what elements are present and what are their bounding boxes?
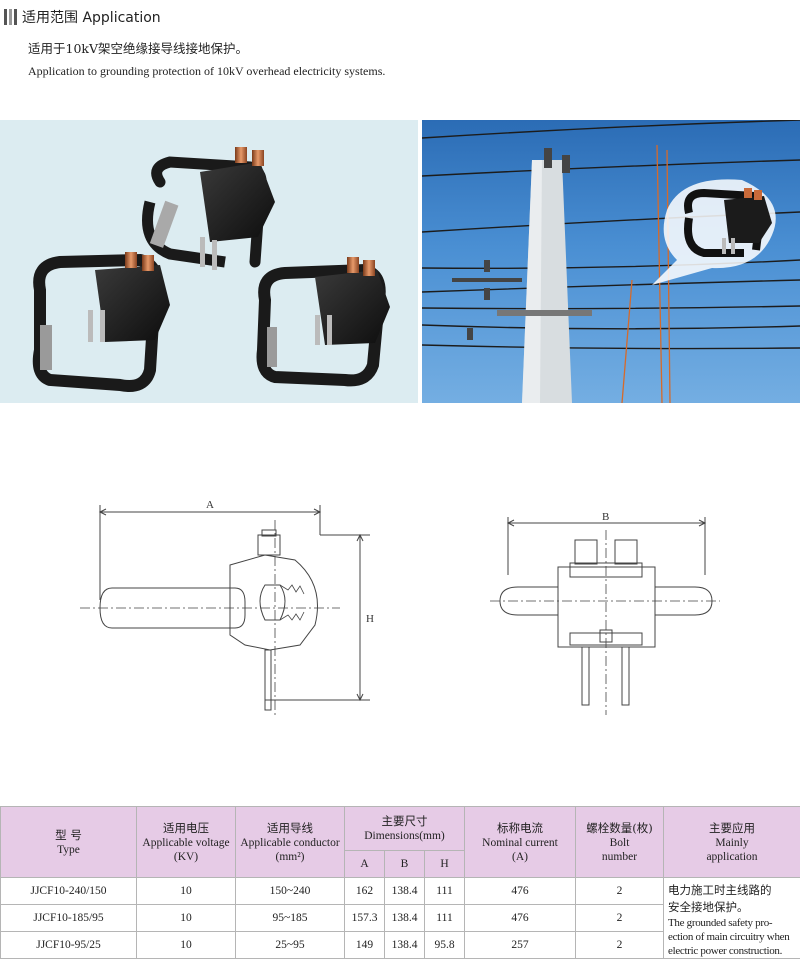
cell-a: 157.3 bbox=[344, 904, 385, 932]
drawing-front-view: B bbox=[490, 505, 720, 720]
section-header: 适用范围 Application bbox=[4, 6, 161, 28]
table-row: JJCF10-95/25 10 25~95 149 138.4 95.8 257… bbox=[0, 931, 800, 959]
clamp-bottom-left bbox=[32, 252, 170, 392]
clamp-bottom-right bbox=[256, 257, 390, 387]
callout-clamp bbox=[684, 188, 772, 257]
cell-conductor: 25~95 bbox=[235, 931, 345, 959]
col-dim-b: B bbox=[384, 850, 425, 878]
label-a: A bbox=[206, 499, 214, 511]
cell-type: JJCF10-185/95 bbox=[0, 904, 137, 932]
section-title: 适用范围 Application bbox=[22, 10, 161, 26]
cell-bolts: 2 bbox=[575, 931, 664, 959]
cell-current: 476 bbox=[464, 877, 576, 905]
cell-type: JJCF10-95/25 bbox=[0, 931, 137, 959]
table-row: JJCF10-185/95 10 95~185 157.3 138.4 111 … bbox=[0, 904, 800, 932]
label-b: B bbox=[602, 511, 609, 523]
cell-voltage: 10 bbox=[136, 877, 236, 905]
intro-english: Application to grounding protection of 1… bbox=[28, 64, 386, 78]
cell-bolts: 2 bbox=[575, 877, 664, 905]
label-h: H bbox=[366, 613, 374, 625]
cell-voltage: 10 bbox=[136, 931, 236, 959]
cell-current: 257 bbox=[464, 931, 576, 959]
header-bars-icon bbox=[4, 9, 17, 25]
cell-b: 138.4 bbox=[384, 931, 425, 959]
cell-voltage: 10 bbox=[136, 904, 236, 932]
cell-current: 476 bbox=[464, 904, 576, 932]
cell-bolts: 2 bbox=[575, 904, 664, 932]
clamp-products-illustration bbox=[32, 147, 390, 392]
drawing-side-view: A H bbox=[70, 490, 390, 720]
cell-conductor: 95~185 bbox=[235, 904, 345, 932]
cell-b: 138.4 bbox=[384, 877, 425, 905]
intro-chinese: 适用于10kV架空绝缘接导线接地保护。 bbox=[28, 41, 249, 56]
cell-a: 162 bbox=[344, 877, 385, 905]
col-dim-h: H bbox=[424, 850, 465, 878]
cell-conductor: 150~240 bbox=[235, 877, 345, 905]
side-view-drawing: A H bbox=[80, 499, 374, 715]
front-view-drawing: B bbox=[490, 511, 720, 715]
clamp-top bbox=[142, 147, 275, 270]
cell-h: 95.8 bbox=[424, 931, 465, 959]
pole-photo bbox=[422, 120, 800, 403]
table-row: JJCF10-240/150 10 150~240 162 138.4 111 … bbox=[0, 877, 800, 959]
product-photo bbox=[0, 120, 418, 403]
cell-b: 138.4 bbox=[384, 904, 425, 932]
cell-a: 149 bbox=[344, 931, 385, 959]
cell-h: 111 bbox=[424, 904, 465, 932]
utility-pole-illustration bbox=[422, 120, 800, 403]
cell-h: 111 bbox=[424, 877, 465, 905]
header-subrow: A B H bbox=[1, 850, 800, 878]
cell-type: JJCF10-240/150 bbox=[0, 877, 137, 905]
col-dim-a: A bbox=[344, 850, 385, 878]
cell-application: 电力施工时主线路的 安全接地保护。 The grounded safety pr… bbox=[663, 877, 800, 959]
